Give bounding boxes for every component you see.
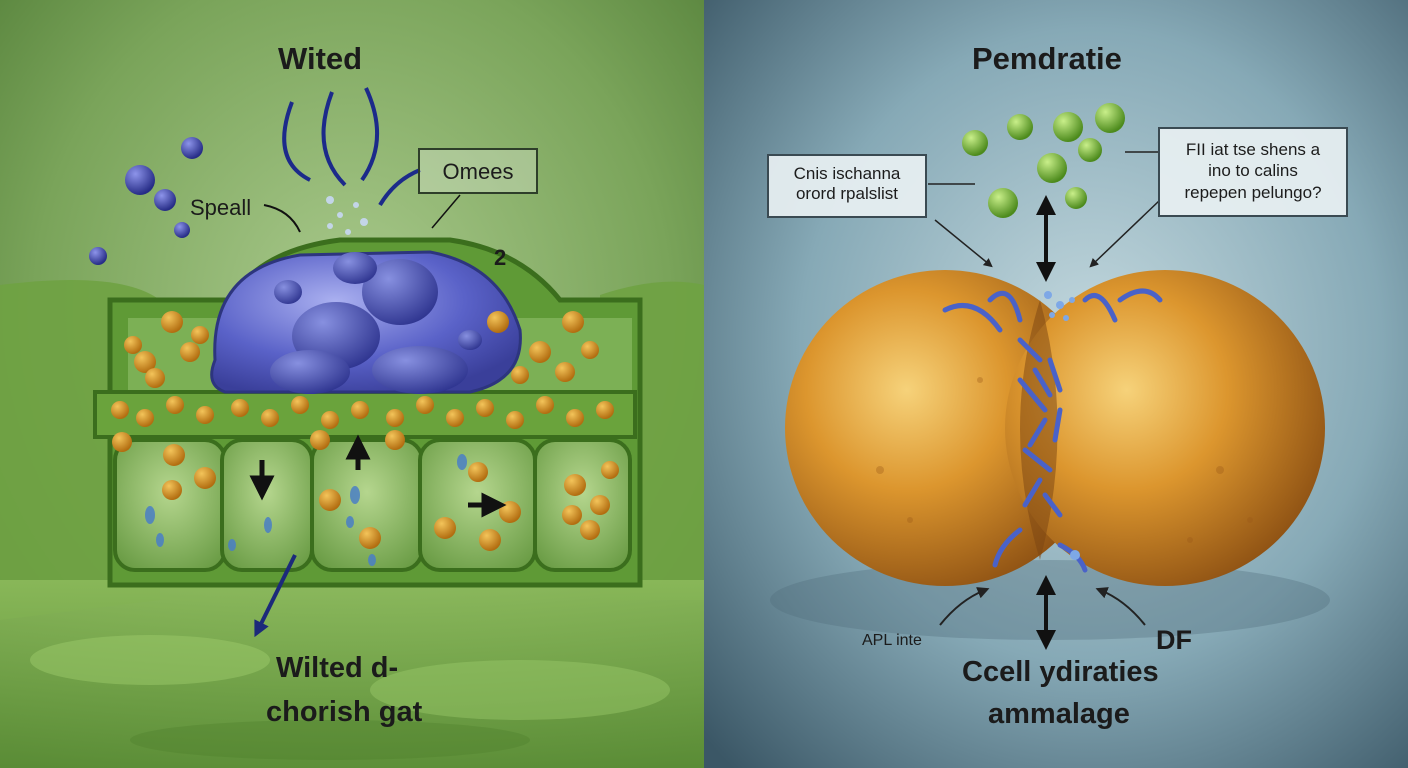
omees-label: Omees [442, 159, 514, 184]
inflow-arrows [263, 87, 421, 233]
right-caption-line1: Ccell ydiraties [962, 656, 1159, 688]
apl-label: APL inte [862, 632, 922, 649]
speall-label: Speall [190, 195, 252, 220]
green-molecules [962, 103, 1125, 218]
chloroplasts [111, 311, 619, 551]
df-label: DF [1156, 625, 1192, 655]
right-callout-line1: FII iat tse shens a [1185, 140, 1321, 159]
number-label: 2 [494, 245, 507, 270]
cell-right [1005, 270, 1325, 586]
omees-callout: Omees [418, 148, 538, 194]
left-caption-line2: chorish gat [266, 696, 423, 728]
channel-strands [942, 288, 1163, 573]
left-panel-title: Wited [278, 41, 363, 76]
right-callout-line3: repepen pelungo? [1184, 182, 1322, 202]
left-callout-line2: orord rpalslist [795, 184, 899, 204]
right-arrows [928, 151, 1161, 650]
right-callout-line2: ino to calins [1208, 161, 1298, 181]
blue-molecules [89, 137, 203, 265]
left-callout-line1: Cnis ischanna [793, 164, 901, 183]
cell-2 [220, 438, 314, 572]
left-caption-line1: Wilted d- [276, 652, 399, 684]
right-caption-line2: ammalage [988, 698, 1130, 730]
cell-5 [533, 438, 632, 572]
left-callout-box: Cnis ischanna orord rpalslist [767, 154, 927, 218]
right-panel-title: Pemdratie [972, 41, 1122, 76]
right-callout-box: FII iat tse shens a ino to calins repepe… [1158, 127, 1348, 217]
plant-tissue [93, 237, 643, 638]
